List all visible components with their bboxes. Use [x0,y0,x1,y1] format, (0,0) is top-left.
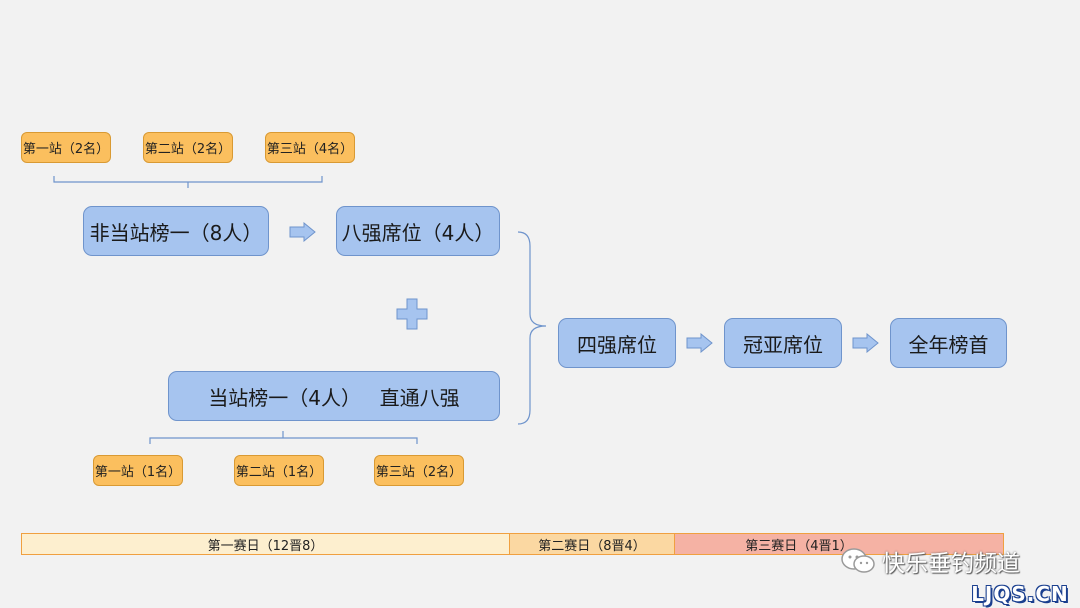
arrow-right-icon [852,333,879,353]
day-timeline: 第一赛日（12晋8） 第二赛日（8晋4） 第三赛日（4晋1） [21,533,1004,555]
bottom-station-3: 第三站（2名） [374,455,464,486]
top4-seat-box: 四强席位 [558,318,676,368]
watermark: 快乐垂钓频道 [840,541,1060,581]
watermark-channel: 快乐垂钓频道 [882,551,1020,577]
top-station-1: 第一站（2名） [21,132,111,163]
station-first-label: 当站榜一（4人） [208,385,362,410]
arrow-right-icon [289,222,316,242]
watermark-site: LJQS.CN [971,582,1069,606]
year-first-box: 全年榜首 [890,318,1007,368]
top-station-2: 第二站（2名） [143,132,233,163]
day-segment-3: 第三赛日（4晋1） [675,534,1003,554]
plus-icon [396,298,428,330]
day-segment-1: 第一赛日（12晋8） [22,534,510,554]
arrow-right-icon [686,333,713,353]
direct-top8-label: 直通八强 [379,385,460,410]
station-first-box: 当站榜一（4人） 直通八强 [168,371,500,421]
day-segment-2: 第二赛日（8晋4） [510,534,675,554]
top-station-3: 第三站（4名） [265,132,355,163]
non-station-first-box: 非当站榜一（8人） [83,206,269,256]
wechat-icon [841,548,875,573]
bottom-station-1: 第一站（1名） [93,455,183,486]
champion-seat-box: 冠亚席位 [724,318,842,368]
top8-seat-box: 八强席位（4人） [336,206,500,256]
bottom-station-2: 第二站（1名） [234,455,324,486]
